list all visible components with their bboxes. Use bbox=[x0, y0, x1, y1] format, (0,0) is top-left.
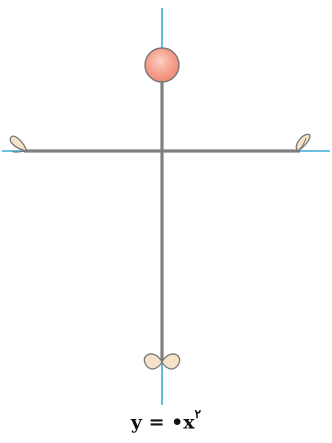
left-leaf-icon bbox=[10, 136, 26, 152]
equation-variable: x bbox=[183, 411, 194, 433]
head-ball-icon bbox=[145, 48, 179, 82]
equation-label: y = •x٢ bbox=[0, 410, 332, 433]
equation-coefficient: • bbox=[171, 411, 183, 433]
equation-exponent: ٢ bbox=[195, 407, 201, 421]
equation-lhs: y = bbox=[131, 411, 171, 433]
right-leaf-icon bbox=[296, 134, 310, 151]
